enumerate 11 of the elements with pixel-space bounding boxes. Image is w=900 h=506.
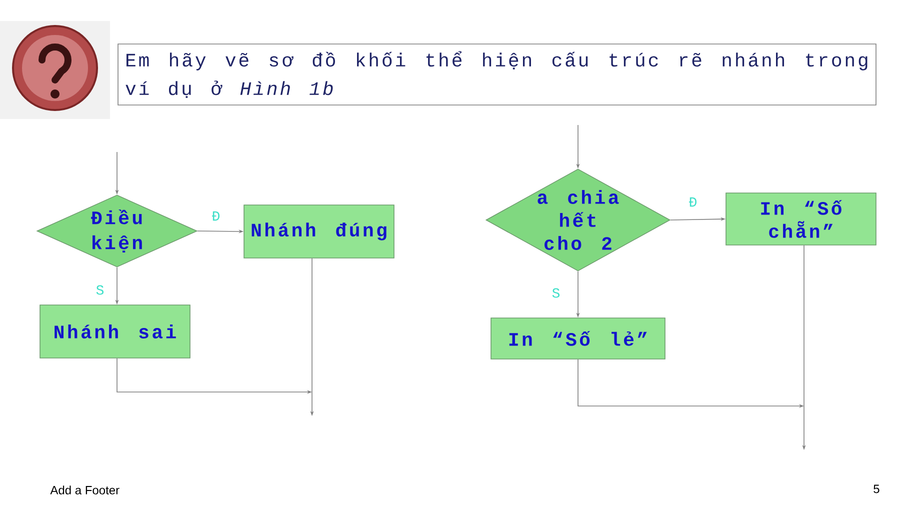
edge-label: Đ: [688, 196, 698, 208]
footer-text: Add a Footer: [50, 486, 120, 494]
process-box: In “Số chẵn”: [726, 192, 876, 246]
process-box: Nhánh sai: [40, 304, 190, 358]
page-number: 5: [874, 484, 880, 494]
edge-label: S: [550, 287, 562, 299]
process-box: Nhánh đúng: [244, 204, 394, 258]
prompt-box: Em hãy vẽ sơ đồ khối thể hiện cấu trúc rẽ nhánh trong ví dụ ở Hình 1b: [118, 44, 876, 106]
edge-label: Đ: [210, 210, 222, 222]
process-box: In “Số lẻ”: [490, 318, 666, 360]
edge-label: S: [94, 284, 106, 296]
